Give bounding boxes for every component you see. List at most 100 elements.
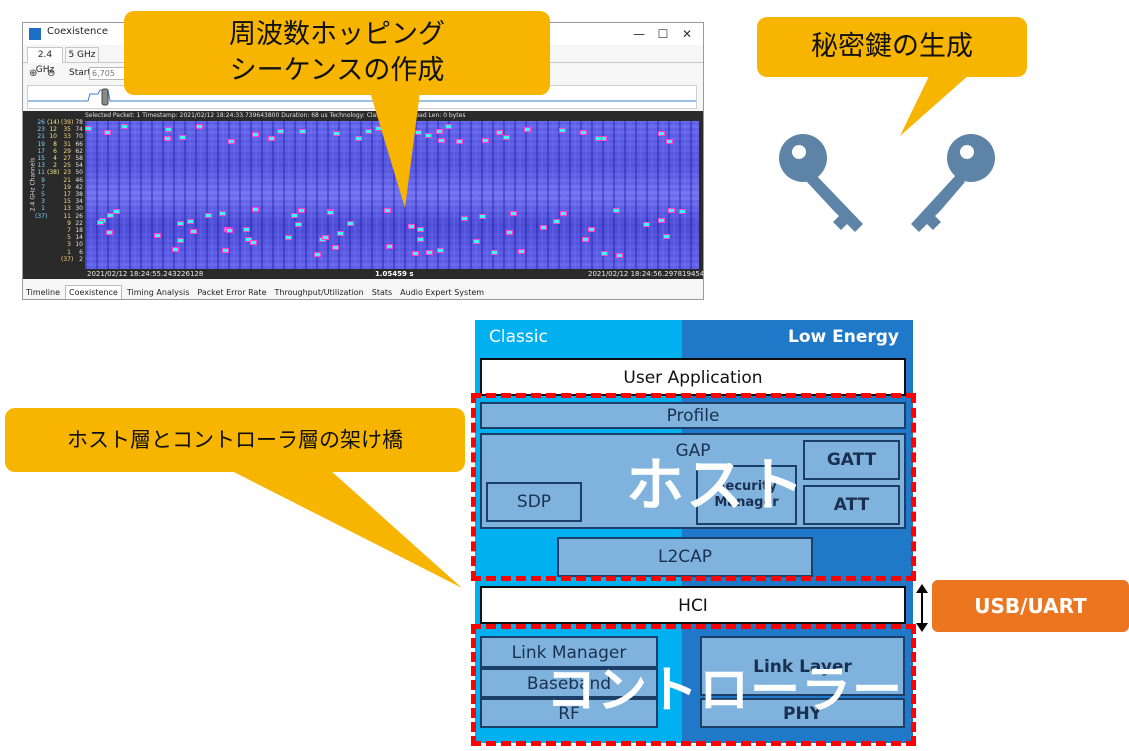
zoom-in-icon[interactable]: ⊕ xyxy=(29,68,38,79)
tab-throughput[interactable]: Throughput/Utilization xyxy=(274,288,364,297)
packet-marker[interactable] xyxy=(219,211,226,216)
packet-marker[interactable] xyxy=(295,222,302,227)
packet-marker[interactable] xyxy=(580,130,587,135)
packet-marker[interactable] xyxy=(658,218,665,223)
packet-marker[interactable] xyxy=(445,124,452,129)
packet-marker[interactable] xyxy=(524,127,531,132)
packet-marker[interactable] xyxy=(666,139,673,144)
packet-marker[interactable] xyxy=(595,136,602,141)
packet-marker[interactable] xyxy=(601,251,608,256)
packet-marker[interactable] xyxy=(668,208,675,213)
tab-stats[interactable]: Stats xyxy=(371,288,393,297)
packet-marker[interactable] xyxy=(268,136,275,141)
packet-marker[interactable] xyxy=(456,139,463,144)
packet-marker[interactable] xyxy=(243,227,250,232)
packet-marker[interactable] xyxy=(337,231,344,236)
packet-marker[interactable] xyxy=(177,238,184,243)
packet-marker[interactable] xyxy=(365,129,372,134)
packet-marker[interactable] xyxy=(106,230,113,235)
packet-marker[interactable] xyxy=(298,208,305,213)
packet-marker[interactable] xyxy=(559,128,566,133)
packet-marker[interactable] xyxy=(113,209,120,214)
packet-marker[interactable] xyxy=(438,138,445,143)
packet-marker[interactable] xyxy=(426,250,433,255)
packet-marker[interactable] xyxy=(386,244,393,249)
packet-marker[interactable] xyxy=(518,249,525,254)
packet-marker[interactable] xyxy=(222,248,229,253)
packet-marker[interactable] xyxy=(164,136,171,141)
packet-marker[interactable] xyxy=(663,234,670,239)
packet-marker[interactable] xyxy=(245,237,252,242)
packet-marker[interactable] xyxy=(196,124,203,129)
packet-marker[interactable] xyxy=(616,253,623,258)
packet-marker[interactable] xyxy=(479,214,486,219)
packet-marker[interactable] xyxy=(473,239,480,244)
packet-marker[interactable] xyxy=(417,227,424,232)
packet-marker[interactable] xyxy=(291,213,298,218)
packet-marker[interactable] xyxy=(252,132,259,137)
packet-marker[interactable] xyxy=(322,235,329,240)
packet-marker[interactable] xyxy=(436,129,443,134)
packet-marker[interactable] xyxy=(540,225,547,230)
packet-marker[interactable] xyxy=(314,252,321,257)
packet-marker[interactable] xyxy=(496,130,503,135)
packet-marker[interactable] xyxy=(299,129,306,134)
packet-marker[interactable] xyxy=(85,126,92,131)
packet-marker[interactable] xyxy=(97,220,104,225)
packet-marker[interactable] xyxy=(179,135,186,140)
packet-marker[interactable] xyxy=(412,251,419,256)
packet-marker[interactable] xyxy=(177,221,184,226)
tab-timing-analysis[interactable]: Timing Analysis xyxy=(126,288,190,297)
packet-marker[interactable] xyxy=(107,213,114,218)
packet-marker[interactable] xyxy=(250,240,257,245)
packet-marker[interactable] xyxy=(277,129,284,134)
packet-marker[interactable] xyxy=(327,210,334,215)
packet-marker[interactable] xyxy=(205,213,212,218)
packet-marker[interactable] xyxy=(588,227,595,232)
packet-marker[interactable] xyxy=(461,216,468,221)
packet-marker[interactable] xyxy=(384,208,391,213)
packet-marker[interactable] xyxy=(560,211,567,216)
packet-marker[interactable] xyxy=(553,219,560,224)
packet-marker[interactable] xyxy=(506,230,513,235)
packet-marker[interactable] xyxy=(417,237,424,242)
packet-marker[interactable] xyxy=(165,127,172,132)
tab-packet-error-rate[interactable]: Packet Error Rate xyxy=(197,288,267,297)
packet-marker[interactable] xyxy=(121,124,128,129)
packet-marker[interactable] xyxy=(437,248,444,253)
tab-audio-expert[interactable]: Audio Expert System xyxy=(400,288,485,297)
tab-coexistence[interactable]: Coexistence xyxy=(65,285,122,299)
packet-marker[interactable] xyxy=(425,133,432,138)
packet-marker[interactable] xyxy=(252,207,259,212)
packet-marker[interactable] xyxy=(154,233,161,238)
packet-marker[interactable] xyxy=(491,250,498,255)
packet-marker[interactable] xyxy=(172,247,179,252)
packet-marker[interactable] xyxy=(333,131,340,136)
packet-marker[interactable] xyxy=(415,130,422,135)
start-input[interactable]: 6,705 xyxy=(89,67,127,80)
packet-marker[interactable] xyxy=(187,219,194,224)
tab-timeline[interactable]: Timeline xyxy=(26,288,61,297)
packet-marker[interactable] xyxy=(613,208,620,213)
packet-marker[interactable] xyxy=(643,222,650,227)
zoom-out-icon[interactable]: ⊖ xyxy=(47,68,56,79)
packet-marker[interactable] xyxy=(190,229,197,234)
packet-marker[interactable] xyxy=(582,237,589,242)
packet-marker[interactable] xyxy=(332,245,339,250)
spectrum-heatmap[interactable] xyxy=(85,121,699,269)
packet-marker[interactable] xyxy=(510,211,517,216)
packet-marker[interactable] xyxy=(503,135,510,140)
maximize-button[interactable]: ☐ xyxy=(657,27,669,41)
packet-marker[interactable] xyxy=(285,235,292,240)
packet-marker[interactable] xyxy=(355,136,362,141)
packet-marker[interactable] xyxy=(228,139,235,144)
close-button[interactable]: ✕ xyxy=(681,27,693,41)
packet-marker[interactable] xyxy=(347,221,354,226)
tab-5-ghz[interactable]: 5 GHz xyxy=(65,47,99,63)
packet-marker[interactable] xyxy=(482,138,489,143)
packet-marker[interactable] xyxy=(679,209,686,214)
packet-marker[interactable] xyxy=(408,224,415,229)
packet-marker[interactable] xyxy=(104,130,111,135)
tab-2-4-ghz[interactable]: 2.4 GHz xyxy=(27,47,63,75)
packet-marker[interactable] xyxy=(226,228,233,233)
